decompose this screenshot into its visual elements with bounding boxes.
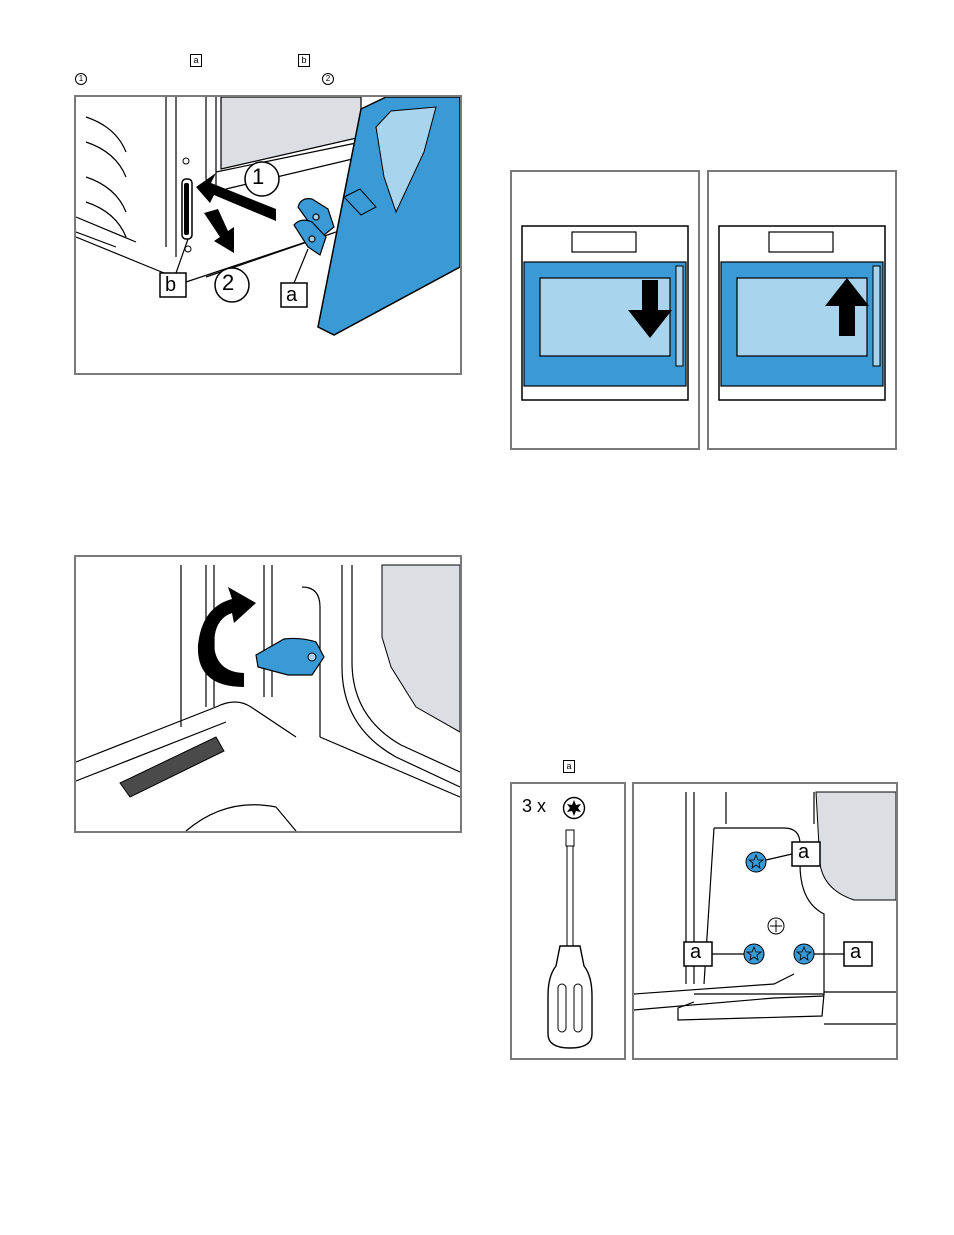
arrow-down-icon [204,209,234,253]
callout-a-right: a [850,941,862,963]
arrow-up-icon [825,278,869,336]
figure-hinge-lever [74,555,462,833]
tool-count: 3 x [522,796,547,816]
inline-step-1: 1 [75,73,87,85]
figure-hinge-unlock: 1 2 b a [74,95,462,375]
oven-glass [220,97,362,170]
hinge-unlock-illustration [76,97,460,336]
hinge-lever-icon [255,637,325,676]
oven-glass [815,791,896,901]
figure-hinge-screws: a a a [632,782,898,1060]
inline-step-2: 2 [322,73,334,85]
oven-glass [381,564,460,733]
callout-step-1: 1 [252,164,265,189]
callout-a: a [286,284,298,306]
inline-ref-b: b [298,54,310,67]
oven-door [317,97,460,336]
callout-b: b [165,274,177,296]
callout-a-left: a [690,941,702,963]
hinge-hook [293,198,335,256]
inline-ref-a: a [190,54,202,67]
rotate-arrow-icon [197,587,256,687]
callout-step-2: 2 [222,270,235,295]
torx-screw-icon [745,851,767,873]
inline-ref-a-fig4: a [563,760,575,773]
drawer-handle [119,736,225,798]
figure-door-lower [510,170,700,450]
figure-tool: 3 x [510,782,626,1060]
arrow-down-icon [628,280,672,338]
screwdriver-icon [547,829,593,1049]
figure-door-raise [707,170,897,450]
callout-a-top: a [798,841,810,863]
torx-star-icon [562,796,586,820]
arrow-push-icon [196,173,276,221]
